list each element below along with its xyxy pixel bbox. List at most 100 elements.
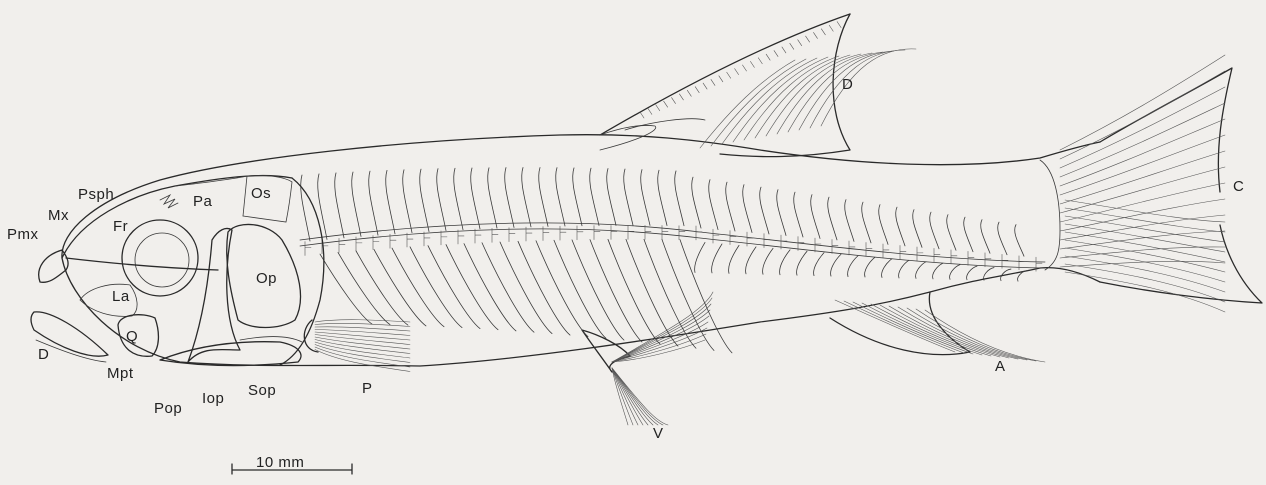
caudal-ray xyxy=(1060,87,1225,168)
serration xyxy=(672,98,676,104)
orbit-outer xyxy=(122,220,198,296)
haemal-spine xyxy=(729,245,739,273)
serration xyxy=(648,108,652,114)
vertebrae xyxy=(305,225,1042,271)
pelvic-ray xyxy=(612,292,713,362)
caudal-ray xyxy=(1060,135,1225,195)
caudal-fin-upper xyxy=(1100,68,1232,192)
dorsal-fin-outline xyxy=(720,14,850,157)
serration xyxy=(703,83,707,89)
neural-spine xyxy=(896,207,905,246)
haemal-spine xyxy=(848,256,858,277)
serration xyxy=(813,32,817,38)
vertebra xyxy=(917,247,923,261)
rib xyxy=(374,249,426,325)
haemal-spine xyxy=(797,251,807,275)
neural-spine xyxy=(505,168,514,228)
neural-spine xyxy=(403,170,412,233)
serration xyxy=(750,61,754,67)
vertebra xyxy=(951,250,957,264)
neural-spine xyxy=(709,180,718,230)
rib xyxy=(410,247,462,328)
neural-spine xyxy=(930,212,939,249)
neural-spine xyxy=(777,190,786,236)
vertebra xyxy=(611,225,617,239)
serration xyxy=(782,47,786,53)
label-subopercle: Sop xyxy=(248,382,276,399)
caudal-ray xyxy=(1060,231,1225,249)
vertebra xyxy=(594,226,600,240)
neural-spine xyxy=(879,205,888,245)
neural-spine xyxy=(437,169,446,231)
pectoral-fin-rays xyxy=(315,320,410,372)
serration xyxy=(719,76,723,82)
neural-spine xyxy=(692,177,701,228)
neural-spine xyxy=(1015,225,1024,257)
quadrate-bone xyxy=(118,315,158,357)
rib xyxy=(356,251,408,325)
label-premaxilla: Pmx xyxy=(7,226,39,243)
label-maxilla: Mx xyxy=(48,207,69,224)
vertebra xyxy=(628,225,634,239)
neural-spine xyxy=(454,168,463,229)
neural-spine xyxy=(335,173,344,238)
caudal-ray xyxy=(1060,215,1225,240)
neural-spine xyxy=(981,220,990,254)
serration xyxy=(656,105,660,111)
vertebra xyxy=(407,233,413,247)
caudal-ray xyxy=(1065,224,1225,252)
label-dentary: D xyxy=(38,346,49,363)
vertebra xyxy=(492,228,498,242)
pectoral-ray xyxy=(315,330,410,336)
label-pelvic-fin: V xyxy=(653,425,664,442)
neural-spine xyxy=(675,171,684,226)
rib xyxy=(536,241,588,337)
serration xyxy=(774,51,778,57)
label-preopercle: Pop xyxy=(154,400,182,417)
neural-spine xyxy=(794,192,803,237)
serration xyxy=(758,58,762,64)
serration xyxy=(790,43,794,49)
haemal-spine xyxy=(763,248,773,274)
vertebra xyxy=(305,242,311,256)
dorsal-ray xyxy=(788,52,883,132)
rib xyxy=(680,240,732,353)
serration xyxy=(640,112,644,118)
neural-spine xyxy=(760,187,769,234)
haemal-spine xyxy=(746,247,756,274)
vertebra xyxy=(934,248,940,262)
pectoral-ray xyxy=(315,320,410,322)
maxilla xyxy=(66,258,218,270)
haemal-spine xyxy=(916,262,926,279)
neural-spine xyxy=(556,168,565,226)
pelvic-ray xyxy=(612,368,643,425)
label-pectoral-fin: P xyxy=(362,380,373,397)
vertebra xyxy=(713,229,719,243)
dorsal-spine-serrations xyxy=(640,22,841,118)
pelvic-ray xyxy=(612,368,633,425)
caudal-ray xyxy=(1060,55,1225,150)
neural-spine xyxy=(471,168,480,229)
vertebra xyxy=(560,226,566,240)
rib xyxy=(482,243,534,332)
neural-spine xyxy=(726,182,735,231)
rib xyxy=(392,248,444,327)
neural-spine xyxy=(641,170,650,226)
neural-spine xyxy=(573,168,582,226)
serration xyxy=(743,65,747,71)
neural-spine xyxy=(539,168,548,227)
caudal-peduncle xyxy=(1040,160,1060,270)
neural-spine xyxy=(386,170,395,233)
rib xyxy=(338,252,390,324)
label-dorsal-fin: D xyxy=(842,76,853,93)
vertebral-column-lower xyxy=(300,229,1045,268)
vertebra xyxy=(883,244,889,258)
ribs xyxy=(320,239,732,353)
pectoral-ray xyxy=(315,327,410,331)
dorsal-ray xyxy=(766,54,861,136)
neural-spine xyxy=(658,170,667,225)
dorsal-ray xyxy=(777,53,872,134)
neural-spine xyxy=(301,175,310,241)
caudal-fin-rays xyxy=(1060,55,1225,312)
anal-fin-rays xyxy=(835,300,1045,362)
